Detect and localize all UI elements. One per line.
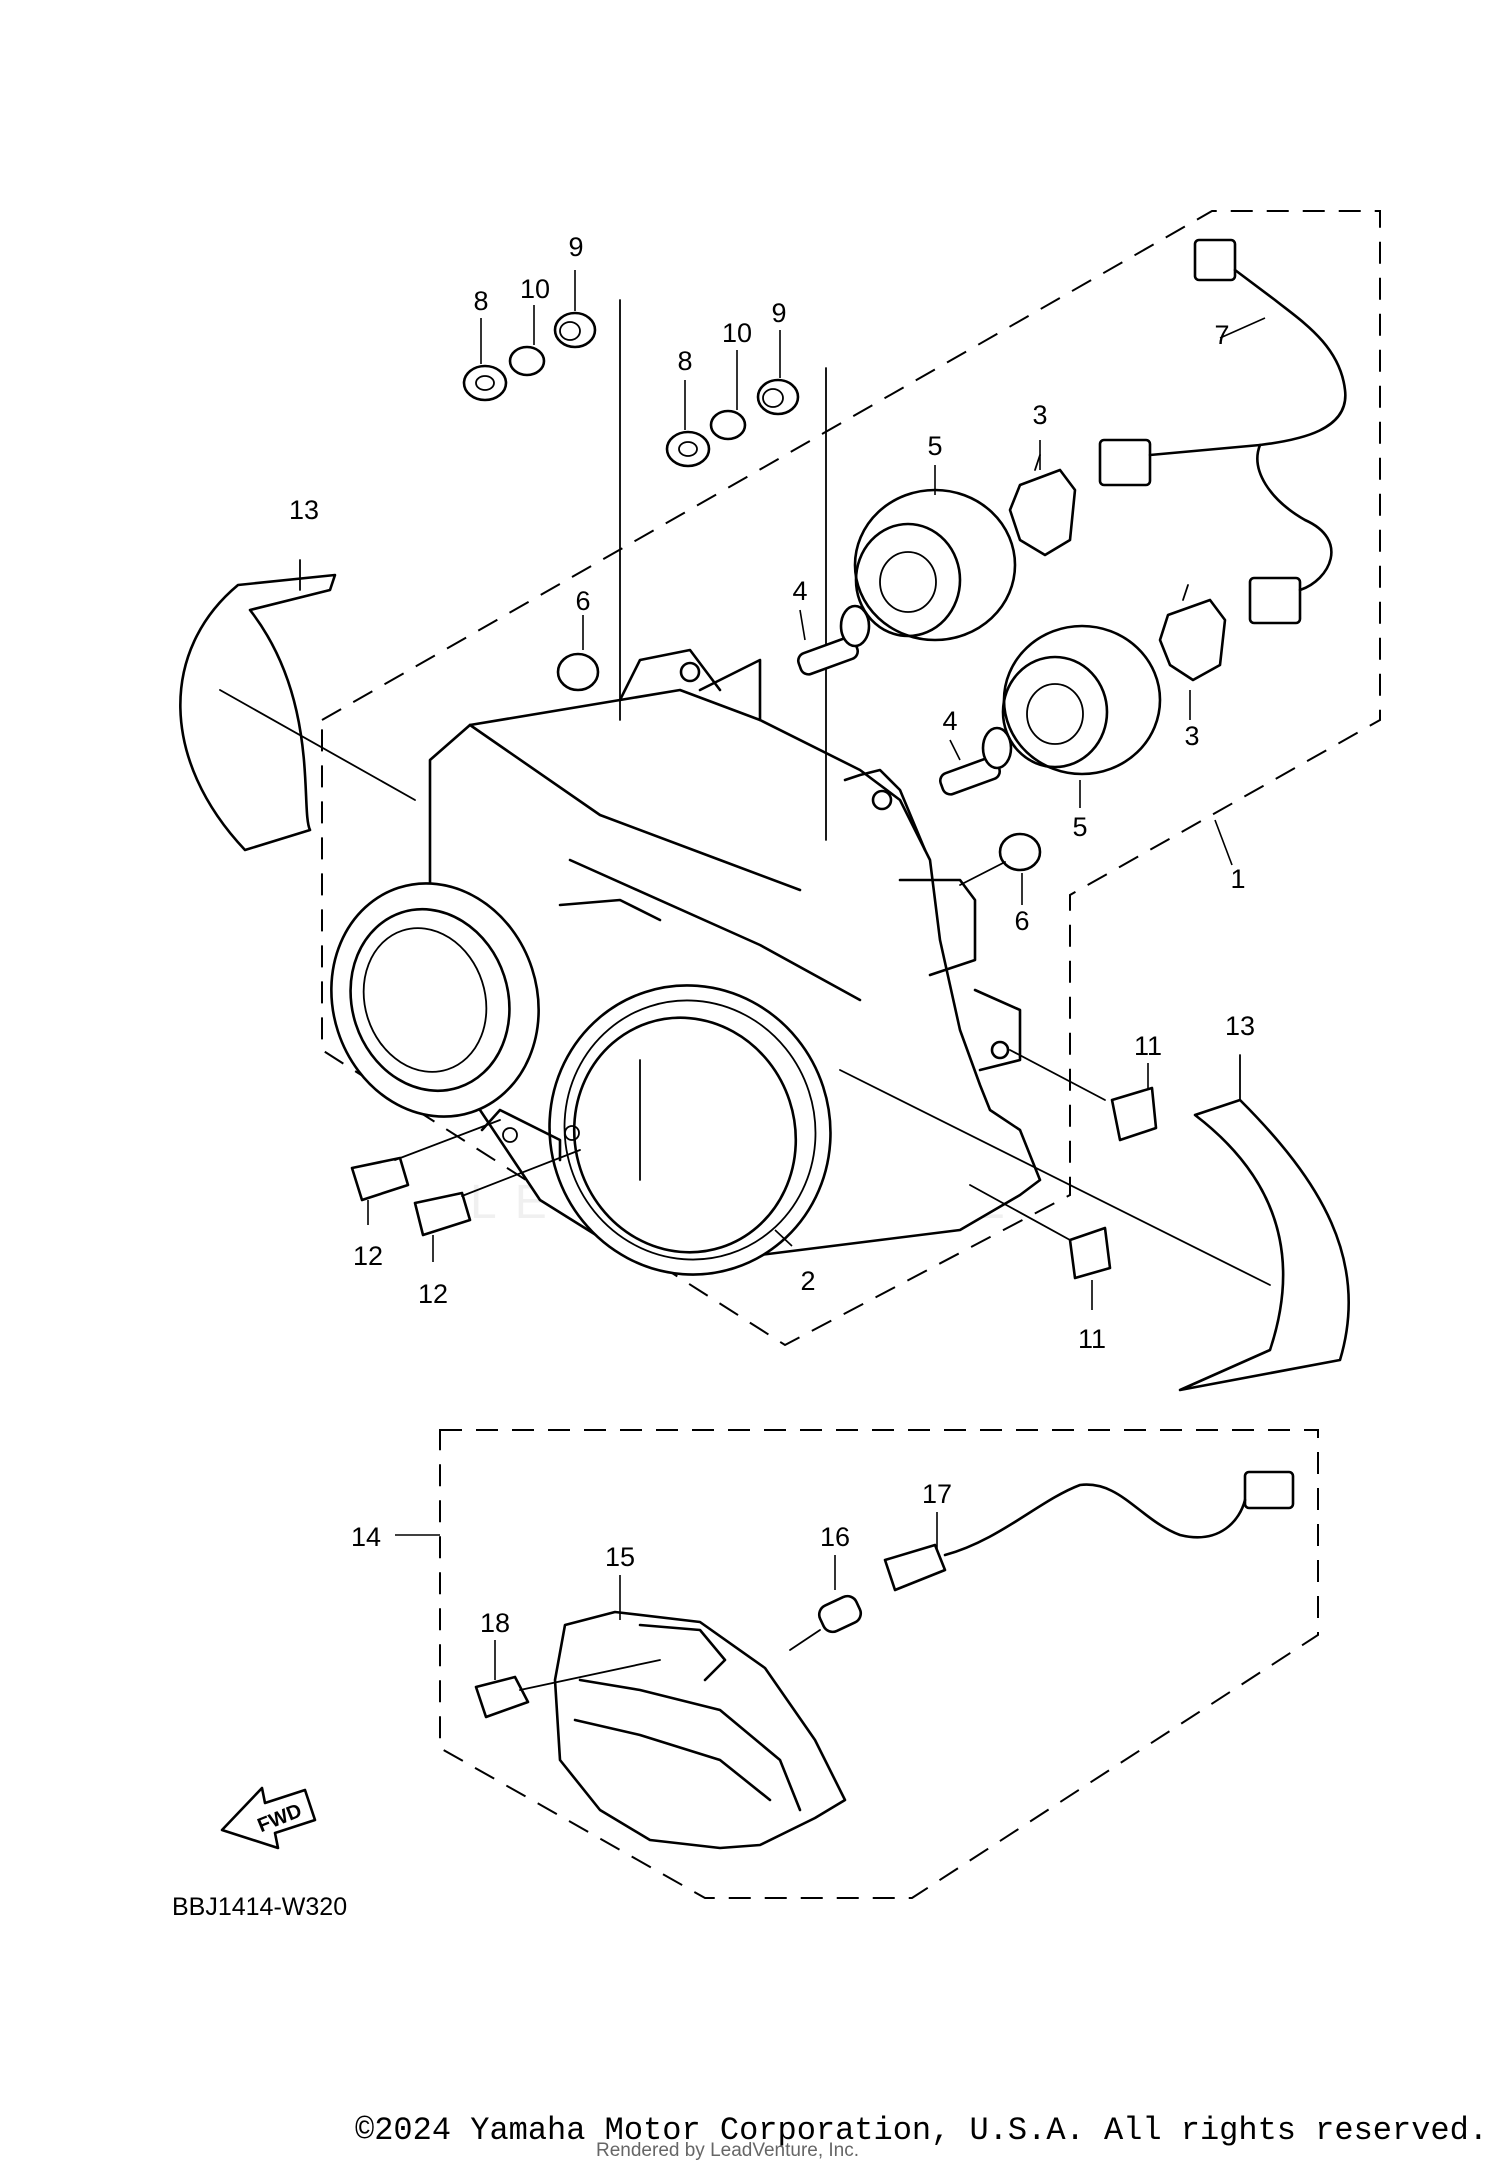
clip-11-upper — [1110, 1086, 1158, 1142]
bulb-4-upper — [797, 604, 871, 676]
callout-5-upper: 5 — [927, 431, 942, 461]
callout-1: 1 — [1230, 864, 1245, 894]
rendered-by-notice: Rendered by LeadVenture, Inc. — [596, 2140, 860, 2161]
bulb-16 — [789, 1594, 863, 1651]
nut-8-top — [462, 364, 508, 402]
damper-6-right — [998, 832, 1042, 872]
callout-10-top: 10 — [520, 274, 550, 304]
headlight-body — [330, 648, 1042, 1276]
callout-11-lower: 11 — [1078, 1324, 1106, 1354]
wire-harness-7 — [1098, 238, 1347, 625]
callout-18: 18 — [480, 1608, 510, 1638]
callout-14: 14 — [351, 1522, 381, 1552]
license-light-15 — [553, 1610, 847, 1850]
callout-2: 2 — [800, 1266, 815, 1296]
grommet-9-mid — [756, 378, 800, 416]
callout-leaders — [367, 270, 1266, 1680]
side-cover-13-left — [179, 559, 337, 852]
copyright-notice: ©2024 Yamaha Motor Corporation, U.S.A. A… — [355, 2112, 1488, 2149]
callout-8-mid: 8 — [677, 346, 692, 376]
callout-9-mid: 9 — [771, 298, 786, 328]
callout-17: 17 — [922, 1479, 952, 1509]
callout-11-upper: 11 — [1134, 1031, 1162, 1061]
callout-6-right: 6 — [1014, 906, 1029, 936]
forward-arrow-icon: FWD — [220, 1786, 317, 1850]
clip-12-left — [350, 1156, 410, 1202]
callout-7: 7 — [1214, 320, 1229, 350]
callout-10-mid: 10 — [722, 318, 752, 348]
callout-6-left: 6 — [575, 586, 590, 616]
callout-4-lower: 4 — [942, 706, 957, 736]
callout-13-left: 13 — [289, 495, 319, 525]
callout-16: 16 — [820, 1522, 850, 1552]
collar-10-mid — [709, 409, 747, 441]
side-cover-13-right — [1178, 1054, 1350, 1392]
nut-8-mid — [665, 430, 711, 468]
socket-cord-17 — [883, 1470, 1295, 1592]
bulb-cover-5-lower — [1001, 624, 1162, 776]
callout-4-upper: 4 — [792, 576, 807, 606]
clip-18 — [474, 1675, 530, 1719]
diagram-code: BBJ1414-W320 — [172, 1893, 348, 1921]
clip-11-lower — [1068, 1226, 1112, 1280]
callout-12-right: 12 — [418, 1279, 448, 1309]
bulb-4-lower — [939, 726, 1013, 796]
callout-9-top: 9 — [568, 232, 583, 262]
callout-8-top: 8 — [473, 286, 488, 316]
assembly-14-boundary — [439, 1429, 1319, 1899]
collar-10-top — [508, 345, 546, 377]
callout-13-right: 13 — [1225, 1011, 1255, 1041]
damper-6-left — [556, 652, 600, 692]
callout-12-left: 12 — [353, 1241, 383, 1271]
socket-3-upper — [1008, 454, 1077, 557]
callout-3-upper: 3 — [1032, 400, 1047, 430]
callout-3-lower: 3 — [1184, 721, 1199, 751]
callouts: 1 2 3 3 4 4 5 5 6 6 7 8 8 9 9 10 10 11 1… — [289, 232, 1255, 1638]
bulb-cover-5-upper — [853, 488, 1017, 642]
callout-15: 15 — [605, 1542, 635, 1572]
callout-5-lower: 5 — [1072, 812, 1087, 842]
clip-12-right — [413, 1191, 472, 1237]
grommet-9-top — [553, 311, 597, 349]
socket-3-lower — [1158, 584, 1227, 682]
assembly-1-boundary — [321, 210, 1381, 1347]
